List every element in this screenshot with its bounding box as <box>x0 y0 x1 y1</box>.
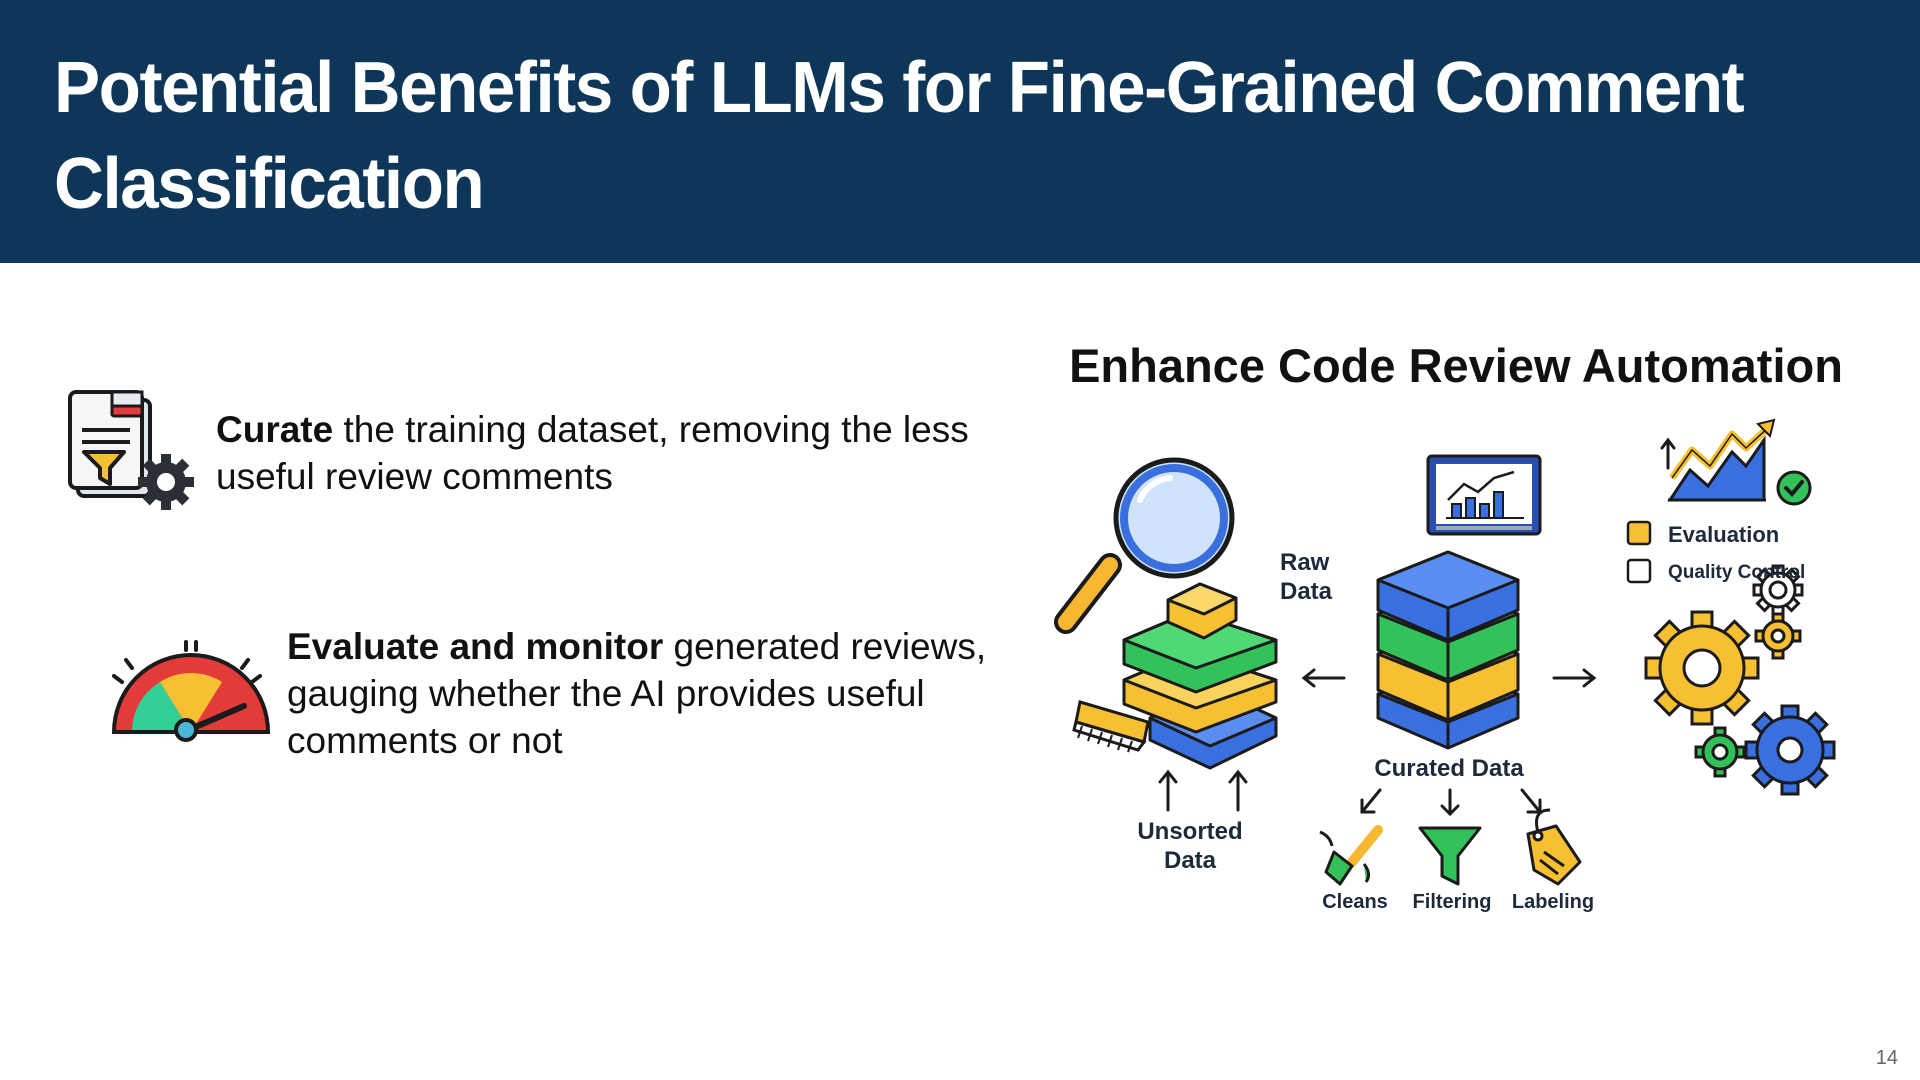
label-raw-line2: Data <box>1280 578 1333 605</box>
growth-chart-icon <box>1667 418 1812 506</box>
gears-icon <box>1644 564 1836 796</box>
label-evaluation: Evaluation <box>1668 522 1780 547</box>
slide-title: Potential Benefits of LLMs for Fine-Grai… <box>54 48 1745 224</box>
label-unsorted-line1: Unsorted <box>1137 818 1243 845</box>
labeling-tag-icon <box>1526 808 1582 886</box>
label-raw-data: Raw Data <box>1280 548 1332 606</box>
bullet-evaluate-bold: Evaluate and monitor <box>287 626 664 667</box>
curated-data-stack-icon <box>1376 550 1520 750</box>
bullet-curate: Curate the training dataset, removing th… <box>216 406 976 500</box>
monitor-chart-icon <box>1426 454 1542 536</box>
label-quality-control: Quality Control <box>1668 562 1806 583</box>
filtering-funnel-icon <box>1418 826 1482 886</box>
slide-header: Potential Benefits of LLMs for Fine-Grai… <box>0 0 1920 263</box>
label-raw-line1: Raw <box>1280 549 1330 576</box>
raw-data-stack-icon <box>1122 582 1278 770</box>
gauge-meter-icon <box>111 640 271 742</box>
bullet-curate-text: the training dataset, removing the less … <box>216 409 969 497</box>
label-unsorted-line2: Data <box>1163 847 1217 874</box>
label-unsorted-data: Unsorted Data <box>1110 817 1270 875</box>
document-filter-gear-icon <box>68 390 194 510</box>
label-labeling: Labeling <box>1511 891 1595 913</box>
label-curated-data: Curated Data <box>1374 755 1524 782</box>
evaluation-checkbox-icon <box>1626 520 1652 546</box>
page-number: 14 <box>1875 1047 1898 1069</box>
magnifier-icon <box>1054 457 1235 634</box>
bullet-evaluate: Evaluate and monitor generated reviews, … <box>287 623 1027 764</box>
quality-control-checkbox-icon <box>1626 558 1652 584</box>
illustration-title: Enhance Code Review Automation <box>1069 339 1843 392</box>
brush-icon <box>1072 700 1150 753</box>
label-cleans: Cleans <box>1322 891 1388 913</box>
bullet-curate-bold: Curate <box>216 409 334 450</box>
cleans-brush-icon <box>1319 825 1383 886</box>
label-filtering: Filtering <box>1412 891 1492 913</box>
bullet-evaluate-text: generated reviews, gauging whether the A… <box>287 626 987 761</box>
